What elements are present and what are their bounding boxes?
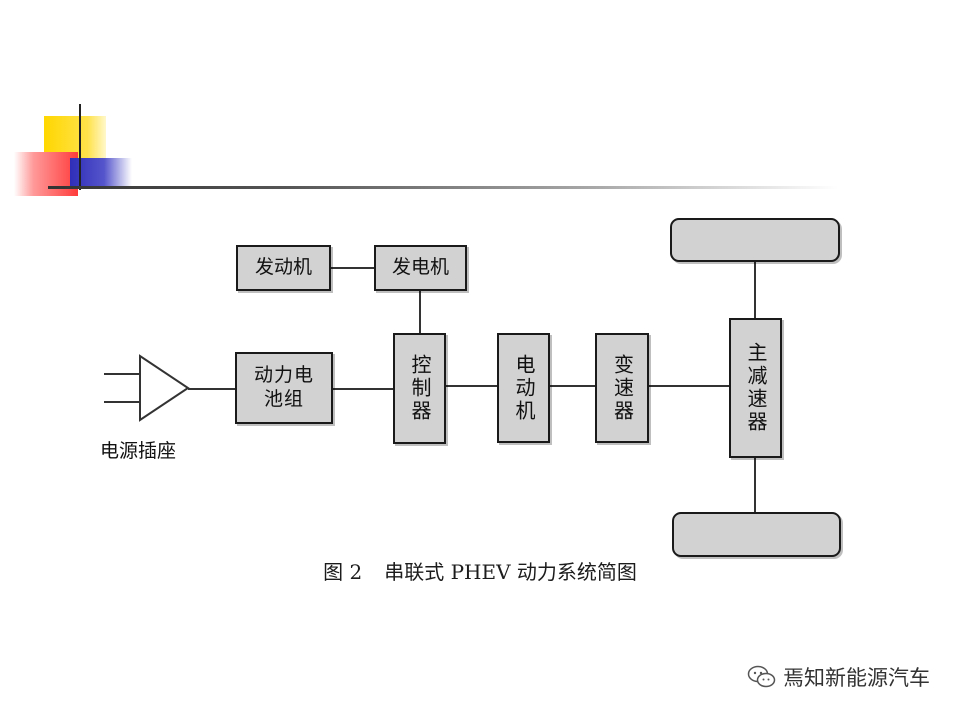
line-battery-controller — [333, 388, 393, 390]
motor-box: 电动机 — [497, 333, 550, 443]
line-gearbox-finaldrive — [649, 385, 729, 387]
wheel-top-box — [670, 218, 840, 262]
line-motor-gearbox — [550, 385, 595, 387]
line-controller-motor — [446, 385, 497, 387]
line-engine-generator — [330, 267, 374, 269]
battery-pack-label: 动力电池组 — [253, 364, 314, 410]
line-finaldrive-wheel-top — [754, 261, 756, 319]
gearbox-box: 变速器 — [595, 333, 649, 443]
generator-box: 发电机 — [374, 245, 467, 291]
power-plug-icon — [104, 354, 190, 422]
final-drive-box: 主减速器 — [729, 318, 782, 458]
wechat-icon — [747, 665, 776, 688]
watermark: 焉知新能源汽车 — [747, 662, 930, 692]
deco-horizontal-line — [48, 186, 838, 189]
figure-number: 图 2 — [323, 560, 363, 584]
line-plug-battery — [188, 388, 235, 390]
watermark-text: 焉知新能源汽车 — [783, 666, 930, 690]
battery-pack-box: 动力电池组 — [235, 352, 333, 424]
line-generator-controller — [419, 290, 421, 334]
controller-box: 控制器 — [393, 333, 446, 444]
power-socket-label: 电源插座 — [100, 440, 177, 462]
wheel-bottom-box — [672, 512, 841, 557]
figure-caption: 图 2 串联式 PHEV 动力系统简图 — [0, 556, 960, 585]
deco-vertical-line — [79, 104, 81, 190]
engine-box: 发动机 — [236, 245, 331, 291]
slide-decoration — [0, 0, 960, 200]
deco-red-bar — [14, 152, 78, 196]
line-finaldrive-wheel-bottom — [754, 457, 756, 513]
figure-title: 串联式 PHEV 动力系统简图 — [384, 560, 637, 584]
